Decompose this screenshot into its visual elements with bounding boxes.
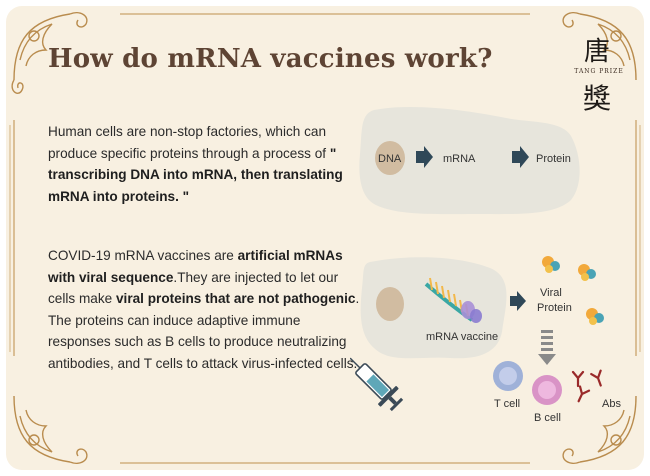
viral-protein-icon [578, 264, 596, 281]
corner-flourish-top-right [562, 12, 637, 81]
arrow-to-immune-cells [538, 330, 556, 365]
antibody-icon [571, 369, 602, 403]
logo-glyph-bottom: 獎 [583, 83, 611, 114]
corner-flourish-bottom-left [13, 395, 88, 464]
paragraph-vaccine: COVID-19 mRNA vaccines are artificial mR… [48, 245, 366, 374]
dna-label: DNA [378, 153, 402, 165]
page-title: How do mRNA vaccines work? [48, 44, 493, 74]
viral-protein-label-1: Viral [540, 287, 562, 299]
arrow-mrna-to-protein [512, 146, 529, 168]
tang-prize-logo: 唐 獎 [583, 36, 611, 114]
logo-glyph-top: 唐 [584, 36, 610, 66]
host-cell [360, 257, 507, 359]
mrna-ribosome [424, 277, 482, 323]
protein-label: Protein [536, 153, 571, 165]
viral-protein-label-2: Protein [537, 302, 572, 314]
abs-label: Abs [602, 398, 621, 410]
paragraph2-bold2: viral proteins that are not pathogenic [116, 291, 356, 306]
viral-protein-icon [542, 256, 560, 273]
paragraph-transcription: Human cells are non-stop factories, whic… [48, 121, 348, 207]
paragraph2-text1: COVID-19 mRNA vaccines are [48, 248, 238, 263]
host-nucleus [376, 287, 404, 321]
t-cell-label: T cell [494, 398, 520, 410]
vaccine-diagram: mRNA vaccine Viral Protein T cell B cell [360, 256, 621, 424]
paragraph2-bold1: artificial mRNAs with viral sequence [48, 248, 343, 285]
nucleus [375, 141, 405, 175]
mrna-label: mRNA [443, 153, 476, 165]
transcription-diagram: DNA mRNA Protein [359, 107, 580, 215]
arrow-dna-to-mrna [416, 146, 433, 168]
paragraph1-text: Human cells are non-stop factories, whic… [48, 124, 330, 161]
b-cell-label: B cell [534, 412, 561, 424]
paragraph2-text2: .They are injected to let our cells make [48, 269, 339, 307]
cell-body [359, 107, 580, 215]
logo-text: TANG PRIZE [574, 68, 624, 75]
corner-flourish-bottom-right [562, 395, 637, 464]
arrow-to-viral-protein [510, 291, 526, 311]
paragraph2-text4: The proteins can induce adaptive immune … [48, 312, 358, 371]
corner-flourish-top-left [11, 12, 88, 94]
paragraph2-text3: . [355, 291, 360, 306]
viral-protein-icon [586, 308, 604, 325]
mrna-vaccine-label: mRNA vaccine [426, 331, 498, 343]
paragraph1-bold: " transcribing DNA into mRNA, then trans… [48, 145, 343, 204]
syringe-icon [350, 357, 404, 412]
